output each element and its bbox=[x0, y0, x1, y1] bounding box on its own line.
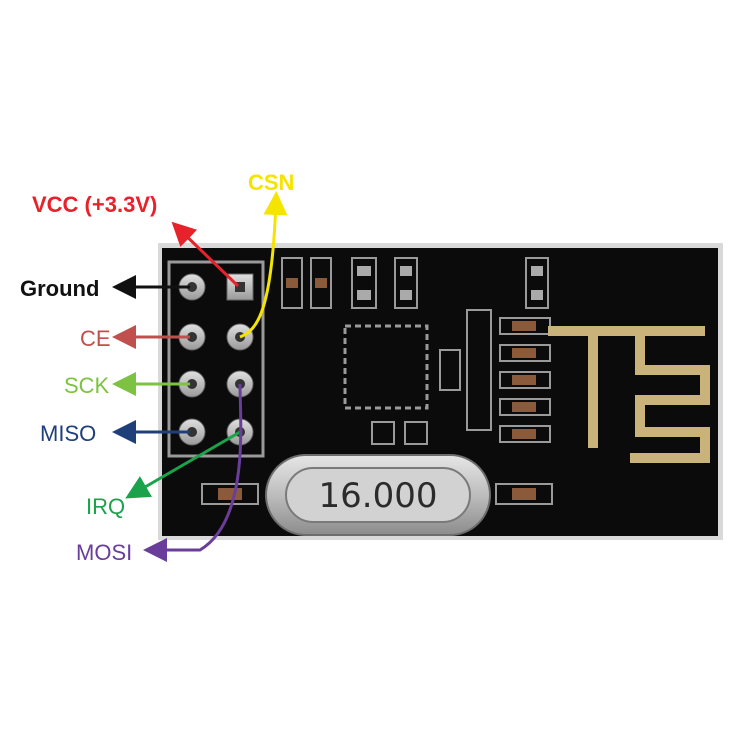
pin-header bbox=[178, 273, 254, 446]
label-ground: Ground bbox=[20, 276, 99, 301]
label-ce: CE bbox=[80, 326, 111, 351]
pcb-board bbox=[158, 243, 723, 540]
pin-miso bbox=[178, 418, 206, 446]
label-vcc: VCC (+3.3V) bbox=[32, 192, 157, 217]
pin-header-outline bbox=[167, 260, 265, 458]
antenna-meander bbox=[630, 336, 710, 463]
csn-leader bbox=[239, 191, 288, 339]
label-mosi: MOSI bbox=[76, 540, 132, 565]
smd-resistor-column bbox=[499, 317, 551, 443]
smd-components-top bbox=[281, 257, 549, 309]
label-miso: MISO bbox=[40, 421, 96, 446]
crystal-frequency-label: 16.000 bbox=[319, 476, 438, 516]
pin-ground bbox=[178, 273, 206, 301]
rf-chip bbox=[343, 324, 429, 410]
smd-components-middle bbox=[371, 309, 492, 445]
label-csn: CSN bbox=[248, 170, 294, 195]
pin-sck bbox=[178, 370, 206, 398]
crystal-oscillator: 16.000 bbox=[265, 454, 491, 536]
pin-ce bbox=[178, 323, 206, 351]
smd-resistors-top bbox=[286, 266, 543, 300]
label-irq: IRQ bbox=[86, 494, 125, 519]
irq-leader bbox=[125, 430, 241, 499]
pin-leader-lines bbox=[112, 191, 288, 562]
label-sck: SCK bbox=[64, 373, 110, 398]
vcc-leader bbox=[171, 221, 240, 288]
mosi-leader bbox=[143, 383, 243, 562]
